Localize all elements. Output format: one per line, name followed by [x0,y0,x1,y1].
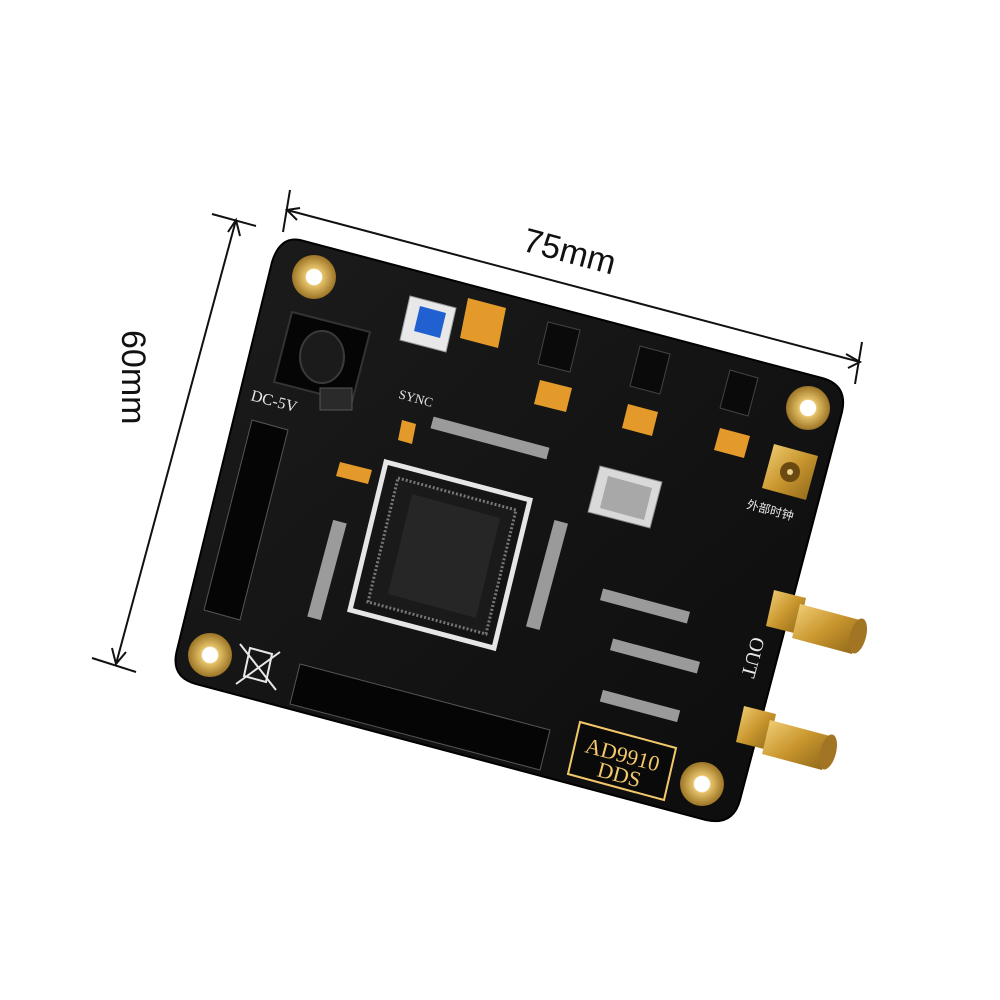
height-dimension [91,213,257,673]
left-pin-header [203,419,289,621]
width-label: 75mm [519,221,620,282]
sma-connector-top [766,590,868,654]
tantalum-capacitors [336,298,750,484]
mounting-holes [188,255,830,806]
width-dimension [282,189,863,385]
crystal-oscillator [587,465,663,529]
sma-connector-bottom [736,706,838,770]
sma-ext-clock [762,444,818,500]
weee-symbol [235,643,281,691]
mounting-hole-bottom-right [680,762,724,806]
voltage-regulators [537,321,759,417]
chip-badge: AD9910 DDS [566,720,678,802]
mounting-hole-bottom-left [188,633,232,677]
ad9910-chip [346,458,534,652]
mounting-hole-top-right [786,386,830,430]
reset-button [399,295,457,353]
dc-power-jack [272,310,372,411]
bottom-pin-header [289,663,551,771]
mounting-hole-top-left [292,255,336,299]
sma-output-connectors [736,444,868,770]
height-label: 60mm [114,330,152,424]
passive-components [307,416,701,723]
